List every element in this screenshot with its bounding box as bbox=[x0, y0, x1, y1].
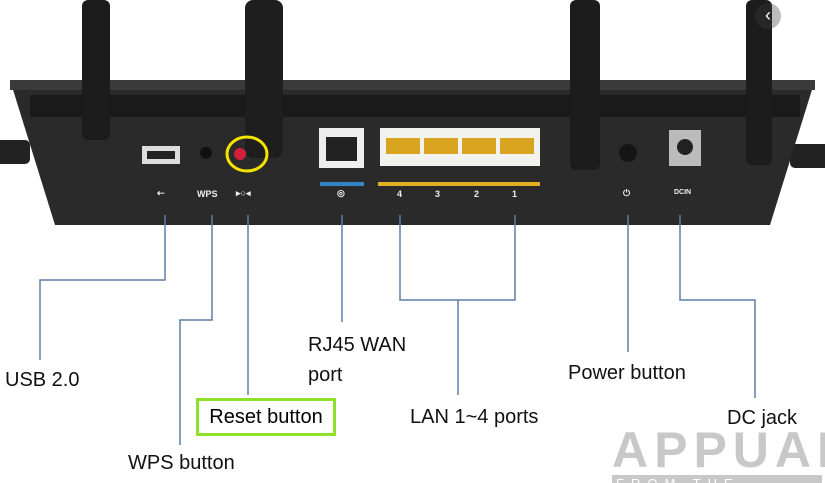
lan-number-4: 4 bbox=[397, 189, 403, 199]
antenna-2 bbox=[245, 0, 283, 158]
lan-number-2: 2 bbox=[474, 189, 480, 199]
antenna-3 bbox=[570, 0, 600, 170]
power-icon: ⏻ bbox=[623, 188, 631, 198]
highlight-circle bbox=[225, 135, 269, 173]
watermark-sub: FROM THE EXPERTS! bbox=[612, 475, 822, 483]
power-label: Power button bbox=[568, 362, 686, 384]
reset-label: Reset button bbox=[196, 398, 336, 436]
antenna-4 bbox=[746, 0, 772, 165]
back-chevron-icon[interactable]: ‹ bbox=[755, 3, 781, 29]
watermark-main: APPUALS bbox=[612, 422, 825, 478]
lan-label: LAN 1~4 ports bbox=[410, 406, 539, 428]
lan-color-bar bbox=[378, 182, 540, 186]
wps-marking: WPS bbox=[197, 189, 218, 199]
vent-slots bbox=[30, 95, 800, 117]
wps-button bbox=[200, 147, 212, 159]
lan-number-1: 1 bbox=[512, 189, 518, 199]
reset-symbol-icon: ▸○◂ bbox=[236, 188, 251, 198]
dcin-marking: DCIN bbox=[674, 189, 692, 196]
wan-label-line1: RJ45 WAN bbox=[308, 334, 407, 356]
wan-label-line2: port bbox=[308, 364, 343, 386]
globe-icon: ◎ bbox=[337, 188, 345, 198]
usb-symbol-icon: ⇠ bbox=[157, 188, 165, 198]
lan-number-3: 3 bbox=[435, 189, 441, 199]
wan-color-bar bbox=[320, 182, 364, 186]
left-side-antenna bbox=[0, 140, 30, 164]
antenna-1 bbox=[82, 0, 110, 140]
reset-button bbox=[234, 148, 246, 160]
usb-label: USB 2.0 bbox=[5, 369, 80, 391]
appuals-watermark: APPUALS FROM THE EXPERTS! bbox=[612, 422, 825, 483]
wps-label: WPS button bbox=[128, 452, 235, 474]
right-side-antenna bbox=[790, 144, 825, 168]
dc-label: DC jack bbox=[727, 407, 798, 429]
power-button bbox=[619, 144, 637, 162]
leader-lines bbox=[39, 215, 756, 445]
